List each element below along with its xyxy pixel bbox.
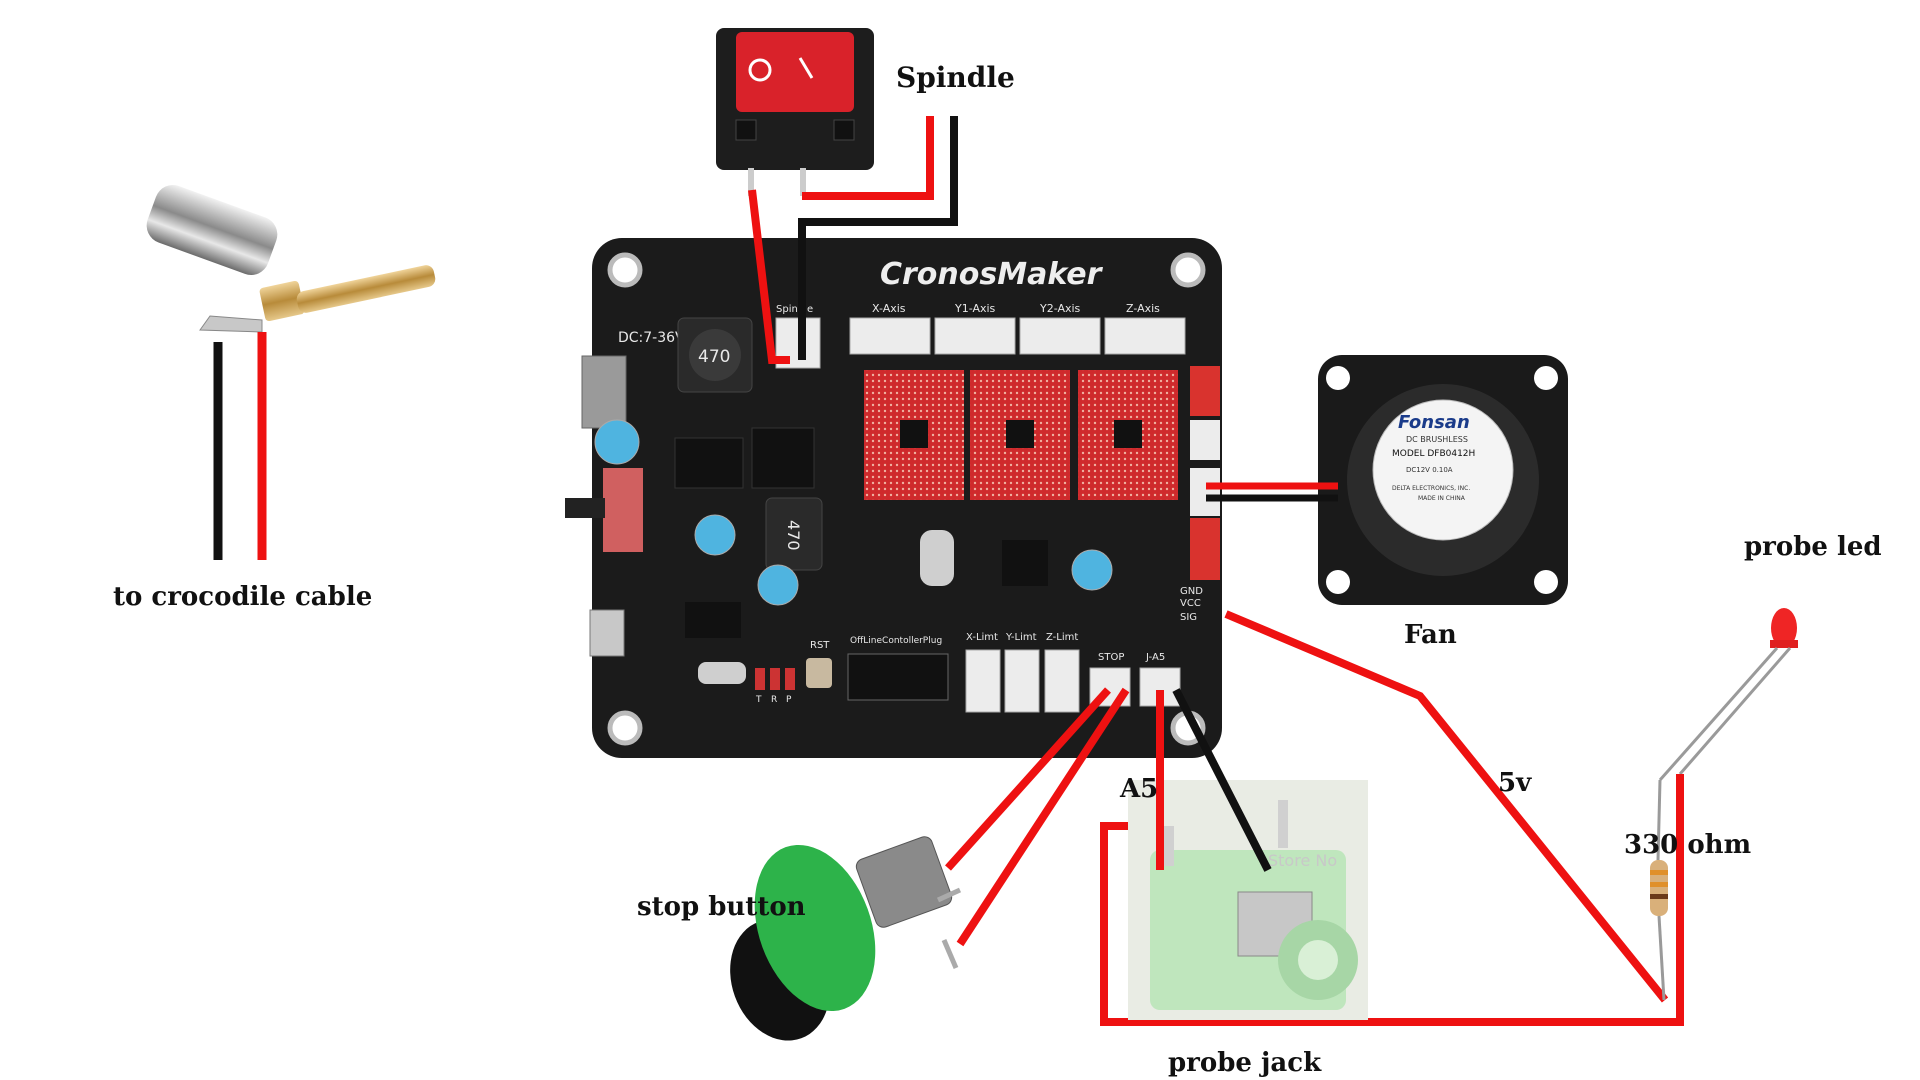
axis-headers: X-Axis Y1-Axis Y2-Axis Z-Axis — [849, 302, 1186, 355]
rocker-switch — [716, 28, 874, 196]
probe-header-label: J-A5 — [1145, 652, 1165, 663]
wire-red-stop-2 — [956, 687, 1130, 947]
inductor-1-label: 470 — [698, 347, 730, 367]
label-probe-jack: probe jack — [1168, 1048, 1322, 1078]
offline-header-label: OffLineContollerPlug — [850, 636, 942, 646]
audio-plug — [146, 184, 436, 333]
label-5v: 5v — [1498, 768, 1532, 798]
power-label: DC:7-36V — [618, 330, 685, 346]
stop-button — [730, 836, 962, 1041]
jack-watermark: Store No — [1268, 851, 1337, 870]
controller-board: CronosMaker DC:7-36V 470 470 — [565, 238, 1222, 758]
pin-label-sig: SIG — [1180, 612, 1197, 623]
led-label-p: P — [786, 695, 792, 705]
wire-red-spindle — [748, 189, 790, 364]
axis-label-x: X-Axis — [872, 302, 906, 315]
spindle-header-label: Spindle — [776, 304, 813, 315]
wire-red-5v — [1224, 610, 1669, 1003]
wire-red-stop-1 — [945, 687, 1111, 871]
led-label-r: R — [771, 695, 777, 705]
inductor-2-label: 470 — [784, 520, 803, 551]
pin-label-vcc: VCC — [1180, 598, 1201, 609]
led-label-t: T — [755, 695, 762, 705]
wire-red-led-return — [1100, 774, 1684, 1026]
label-crocodile: to crocodile cable — [113, 582, 373, 612]
rst-label: RST — [810, 640, 830, 651]
label-a5: A5 — [1120, 774, 1159, 804]
limit-label-x: X-Limt — [966, 632, 998, 643]
label-probe-led: probe led — [1744, 532, 1882, 562]
label-resistor: 330 ohm — [1624, 830, 1752, 860]
stop-header-label: STOP — [1098, 652, 1124, 663]
fan-line1: DC BRUSHLESS — [1406, 435, 1468, 444]
fan-line4: DELTA ELECTRONICS, INC. — [1392, 485, 1470, 492]
probe-jack: Store No — [1128, 780, 1368, 1020]
fan-brand: Fonsan — [1398, 412, 1470, 433]
resistor — [1650, 779, 1668, 1001]
wire-black-spindle — [798, 116, 958, 360]
board-brand: CronosMaker — [880, 257, 1104, 292]
label-fan: Fan — [1404, 620, 1457, 650]
limit-label-y: Y-Limt — [1005, 632, 1037, 643]
fan-line5: MADE IN CHINA — [1418, 495, 1466, 502]
label-spindle: Spindle — [896, 61, 1015, 94]
fan-model: MODEL DFB0412H — [1392, 449, 1475, 459]
label-stop-button: stop button — [637, 892, 806, 922]
stepper-drivers — [864, 370, 1178, 500]
wire-red-spindle-switch — [802, 116, 934, 200]
fan-line3: DC12V 0.10A — [1406, 466, 1453, 474]
wire-black-probe — [1172, 688, 1272, 872]
axis-label-z: Z-Axis — [1126, 302, 1160, 315]
axis-label-y2: Y2-Axis — [1039, 302, 1081, 315]
pin-label-gnd: GND — [1180, 586, 1203, 597]
limit-label-z: Z-Limt — [1046, 632, 1078, 643]
axis-label-y1: Y1-Axis — [954, 302, 996, 315]
cooling-fan: Fonsan DC BRUSHLESS MODEL DFB0412H DC12V… — [1318, 355, 1568, 605]
probe-led — [1658, 608, 1798, 781]
